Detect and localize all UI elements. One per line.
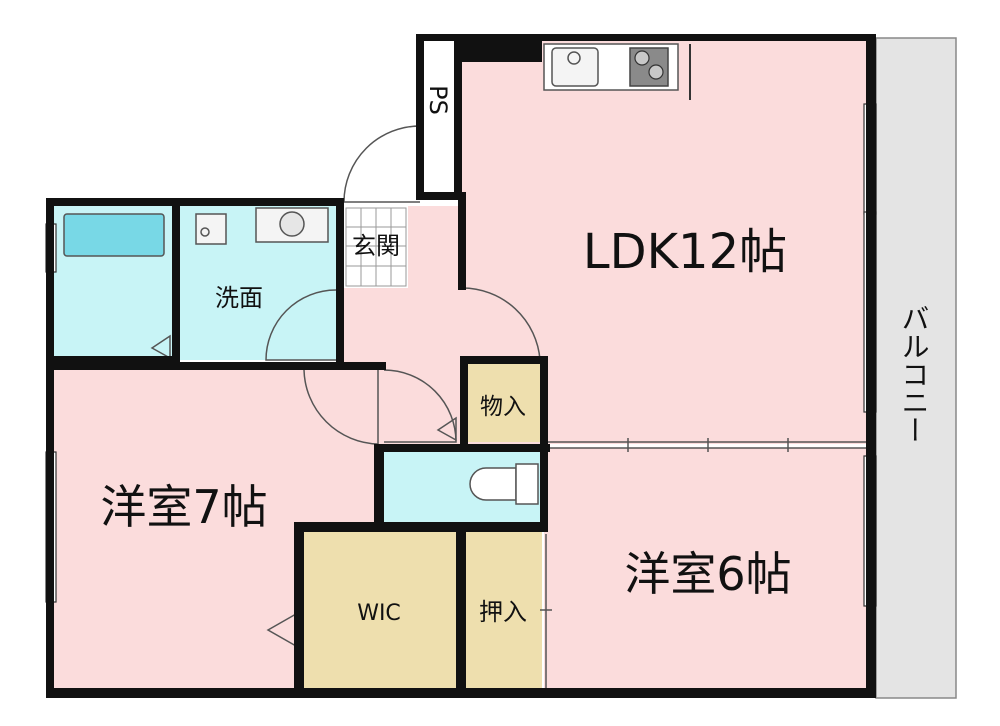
oshiire-floor: [464, 530, 542, 694]
room-label-western-7: 洋室7帖: [100, 480, 267, 534]
washbasin: [255, 207, 329, 243]
bathtub: [63, 213, 165, 257]
storage-closet-floor: [466, 362, 540, 442]
western-6-floor: [544, 448, 868, 694]
kitchen-counter: [543, 43, 691, 100]
toilet: [469, 463, 539, 505]
walls: [46, 34, 876, 698]
room-label-western-6: 洋室6帖: [624, 547, 791, 601]
room-label-oshiire: 押入: [479, 598, 527, 626]
entrance-tiles: [345, 207, 407, 287]
wic-floor: [300, 530, 460, 694]
sliding-doors: [540, 438, 866, 690]
room-label-pipe-space: PS: [424, 85, 452, 115]
room-label-ldk: LDK12帖: [583, 224, 787, 280]
room-label-balcony: バルコニー: [898, 304, 931, 444]
room-label-washroom: 洗面: [215, 284, 263, 312]
washing-machine-tap: [195, 213, 227, 245]
door-swings: [150, 125, 541, 648]
room-label-wic: WIC: [357, 601, 401, 626]
room-label-entrance: 玄関: [352, 232, 400, 260]
balcony-floor: [875, 37, 957, 699]
pipe-space-floor: [420, 40, 460, 194]
room-label-storage-closet: 物入: [480, 394, 526, 420]
